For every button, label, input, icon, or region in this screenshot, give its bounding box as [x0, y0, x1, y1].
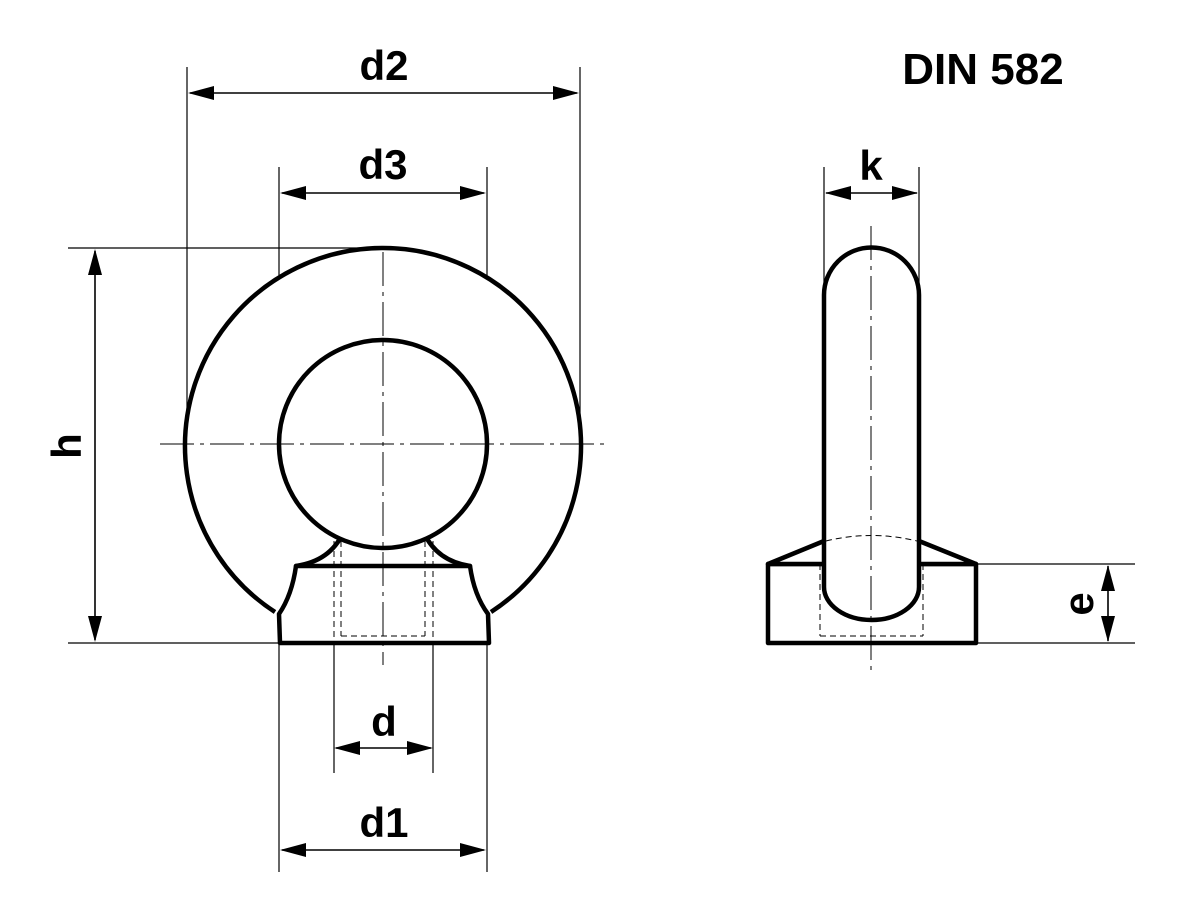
- d1-label: d1: [359, 799, 408, 846]
- h-arrow-top: [88, 249, 102, 275]
- k-arrow-left: [825, 186, 851, 200]
- front-view: d2 d3 h d d1: [43, 42, 608, 872]
- h-label: h: [43, 433, 90, 459]
- k-arrow-right: [892, 186, 918, 200]
- d3-arrow-right: [460, 186, 486, 200]
- d-arrow-right: [407, 741, 433, 755]
- d2-label: d2: [359, 42, 408, 89]
- h-arrow-bottom: [88, 616, 102, 642]
- side-view: k e: [765, 142, 1135, 670]
- standard-title: DIN 582: [902, 45, 1063, 94]
- collar-outline: [276, 563, 492, 646]
- e-arrow-top: [1101, 565, 1115, 591]
- d1-arrow-right: [460, 843, 486, 857]
- d2-arrow-left: [188, 86, 214, 100]
- d-arrow-left: [334, 741, 360, 755]
- e-arrow-bottom: [1101, 616, 1115, 642]
- e-label: e: [1055, 592, 1102, 615]
- d2-arrow-right: [553, 86, 579, 100]
- d3-label: d3: [358, 141, 407, 188]
- d1-arrow-left: [280, 843, 306, 857]
- k-label: k: [859, 142, 883, 189]
- d3-arrow-left: [280, 186, 306, 200]
- d-label: d: [371, 698, 397, 745]
